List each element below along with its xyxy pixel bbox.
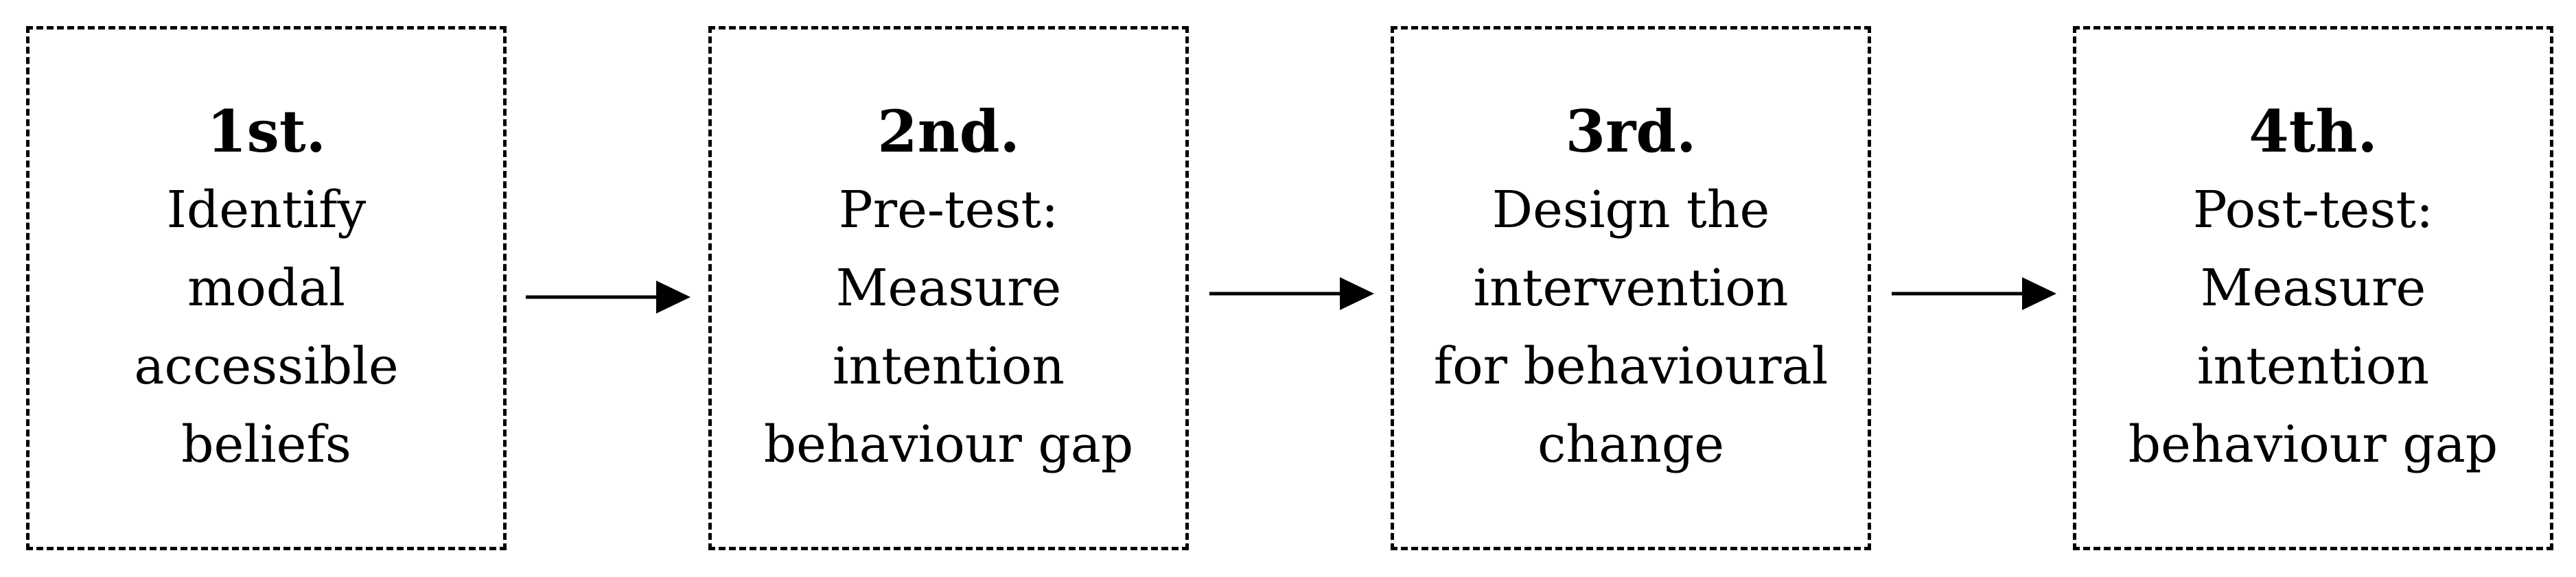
arrow-right-icon [1209, 273, 1374, 314]
step-text-line: beliefs [181, 415, 351, 474]
arrow-right-icon [526, 276, 691, 318]
step-number: 2nd. [877, 97, 1020, 165]
step-box-2: 2nd. Pre-test: Measure intention behavio… [708, 26, 1189, 550]
step-box-1: 1st. Identify modal accessible beliefs [26, 26, 507, 550]
step-text-line: Measure [835, 259, 1062, 318]
step-text-line: Post-test: [2192, 180, 2434, 239]
step-number: 3rd. [1565, 97, 1697, 165]
step-number: 4th. [2249, 97, 2378, 165]
step-text-line: for behavioural [1433, 337, 1829, 396]
step-text-line: Pre-test: [838, 180, 1059, 239]
arrow-right-icon [1892, 273, 2056, 314]
step-text-line: modal [187, 259, 345, 318]
step-box-3: 3rd. Design the intervention for behavio… [1391, 26, 1871, 550]
step-text-line: intention [832, 337, 1065, 396]
step-text-line: change [1537, 415, 1725, 474]
step-text-line: Identify [166, 180, 367, 239]
step-text-line: intention [2196, 337, 2430, 396]
step-number: 1st. [207, 97, 326, 165]
step-text-line: Design the [1492, 180, 1770, 239]
step-text-line: behaviour gap [2128, 415, 2498, 474]
step-text-line: behaviour gap [763, 415, 1134, 474]
step-text-line: accessible [134, 337, 399, 396]
step-text-line: intervention [1473, 259, 1789, 318]
step-box-4: 4th. Post-test: Measure intention behavi… [2073, 26, 2553, 550]
step-text-line: Measure [2200, 259, 2426, 318]
